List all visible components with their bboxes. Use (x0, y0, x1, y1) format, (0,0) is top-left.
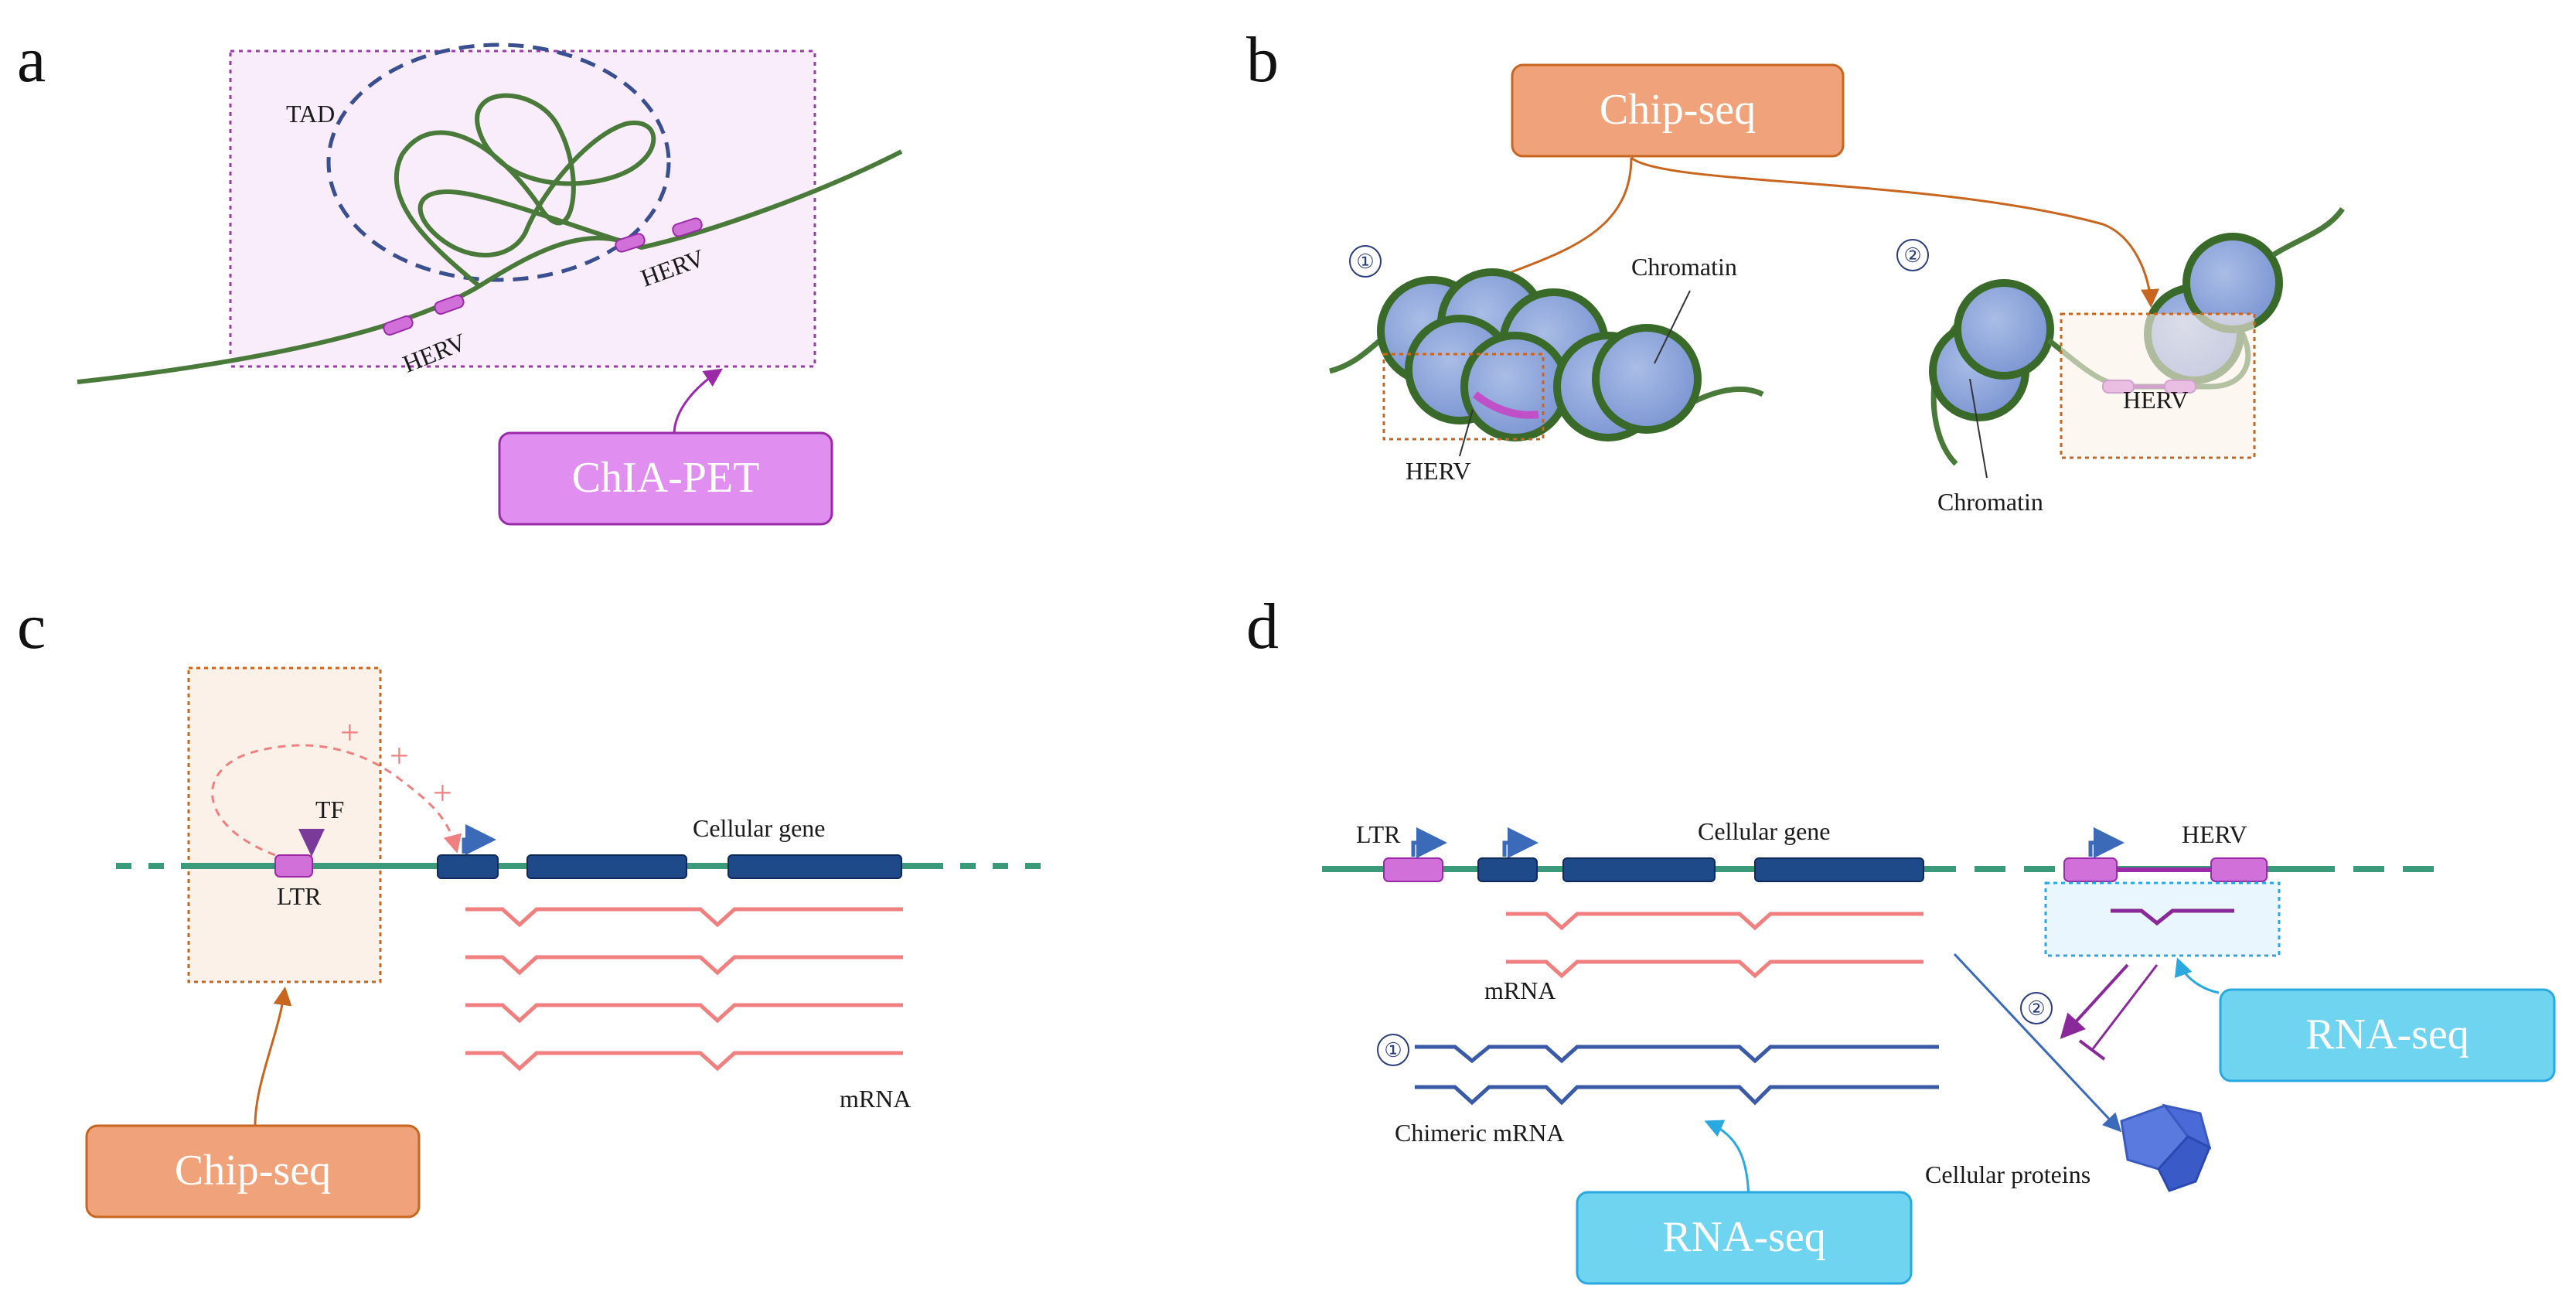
ltr-element-c (274, 854, 313, 878)
chromatin-fiber (77, 149, 903, 384)
panel-d-letter: d (1246, 591, 1279, 663)
condensed-chromatin (1329, 268, 1764, 441)
rnaseq-label-1: RNA-seq (1662, 1213, 1826, 1261)
tad-boundary (326, 43, 671, 282)
plus-1: + (340, 714, 359, 752)
chromatin-pointer-b1 (1654, 290, 1691, 364)
herv-box-b2 (2060, 312, 2256, 459)
herv-element-2 (615, 217, 703, 253)
num-2-text: ② (1903, 244, 1921, 267)
exon-d-3 (1754, 857, 1924, 882)
exon-c-3 (727, 854, 902, 879)
rnaseq-arrow-1 (1704, 1120, 1750, 1199)
promoter-arrow-ltr-d (1411, 827, 1447, 858)
chiapet-arrow (673, 368, 723, 435)
num-1-circle-d (1377, 1034, 1409, 1066)
panel-c: c TF LTR + + + Cellular gene mRNA (17, 591, 1044, 1218)
exon-c-1 (437, 854, 499, 879)
panel-c-letter: c (17, 591, 46, 663)
herv-ltr-right-d (2210, 857, 2268, 882)
rnaseq-arrow-2 (2174, 957, 2220, 994)
herv-ltr-left-d (2063, 857, 2118, 882)
rnaseq-box-1 (1576, 1191, 1913, 1285)
chimeric-label: Chimeric mRNA (1395, 1119, 1565, 1147)
num-2-circle-d (2020, 992, 2053, 1024)
num-2-circle (1896, 239, 1929, 271)
chromatin-label-b2: Chromatin (1937, 488, 2043, 516)
promoter-arrow-gene-d (1502, 827, 1538, 858)
rnaseq-label-2: RNA-seq (2305, 1011, 2469, 1058)
ltr-element-d (1383, 857, 1443, 882)
herv-box-b1 (1382, 353, 1545, 441)
chipseq-arrow-c (254, 987, 292, 1126)
herv-regulation-arrow (2060, 963, 2129, 1039)
chiapet-label: ChIA-PET (572, 454, 760, 502)
chipseq-label-b: Chip-seq (1600, 86, 1756, 134)
num-1-text-d: ① (1384, 1039, 1402, 1062)
promoter-arrow-c (462, 824, 496, 855)
gene-label-d: Cellular gene (1698, 817, 1830, 845)
herv-label-b1: HERV (1406, 457, 1471, 485)
chipseq-box-b (1511, 63, 1845, 158)
ltr-label-c: LTR (277, 882, 322, 910)
proteins-label: Cellular proteins (1925, 1161, 2090, 1188)
activation-loop (211, 744, 462, 857)
tf-label: TF (315, 796, 344, 823)
herv-label-b2: HERV (2123, 386, 2189, 414)
num-1-text: ① (1356, 251, 1374, 273)
herv-inhibition-line (2090, 964, 2159, 1051)
gene-label-c: Cellular gene (693, 814, 825, 842)
chromatin-label-b1: Chromatin (1631, 253, 1737, 281)
mrna-label-d: mRNA (1484, 976, 1555, 1004)
inhibition-bar (2078, 1039, 2106, 1061)
chiapet-box (498, 431, 833, 526)
panel-a: a TAD HERV HERV ChIA-PET (17, 24, 903, 526)
rnaseq-box-2 (2219, 988, 2556, 1082)
chipseq-arrow-2 (1630, 156, 2160, 308)
chromatin-pointer-b2 (1969, 378, 1988, 479)
herv-element-1 (383, 294, 465, 336)
chipseq-label-c: Chip-seq (175, 1147, 331, 1195)
herv-transcript (2111, 908, 2234, 926)
mrna-label-c: mRNA (840, 1085, 911, 1113)
ltr-label-d: LTR (1356, 820, 1401, 848)
panel-a-letter: a (17, 24, 46, 96)
exon-c-2 (526, 854, 687, 879)
exon-d-1 (1477, 857, 1538, 882)
panel-b-letter: b (1246, 24, 1279, 96)
tad-label: TAD (286, 100, 335, 128)
num-2-text-d: ② (2027, 997, 2045, 1020)
plus-3: + (433, 774, 452, 812)
herv-pointer-b1 (1459, 409, 1474, 457)
num-1-circle (1349, 245, 1382, 278)
exon-d-2 (1562, 857, 1716, 882)
chipseq-box-c (85, 1124, 421, 1218)
panel-d: d LTR Cellular gene HERV mRNA (1246, 591, 2556, 1285)
tf-icon (298, 829, 325, 857)
chimeric-mrna-group (1415, 1045, 1939, 1106)
mrna-group-c (465, 907, 903, 1072)
cellular-proteins-icon (2120, 1103, 2212, 1192)
mrna-group-d (1506, 912, 1923, 979)
plus-2: + (390, 737, 409, 775)
translation-arrow (1953, 953, 2122, 1133)
chromatin-loops (394, 93, 656, 288)
herv-label-d: HERV (2182, 820, 2247, 848)
chipseq-region-c (187, 666, 382, 983)
promoter-arrow-herv-d (2088, 827, 2125, 858)
panel-b: b Chip-seq ① ② HERV Chromatin (1246, 24, 2345, 516)
